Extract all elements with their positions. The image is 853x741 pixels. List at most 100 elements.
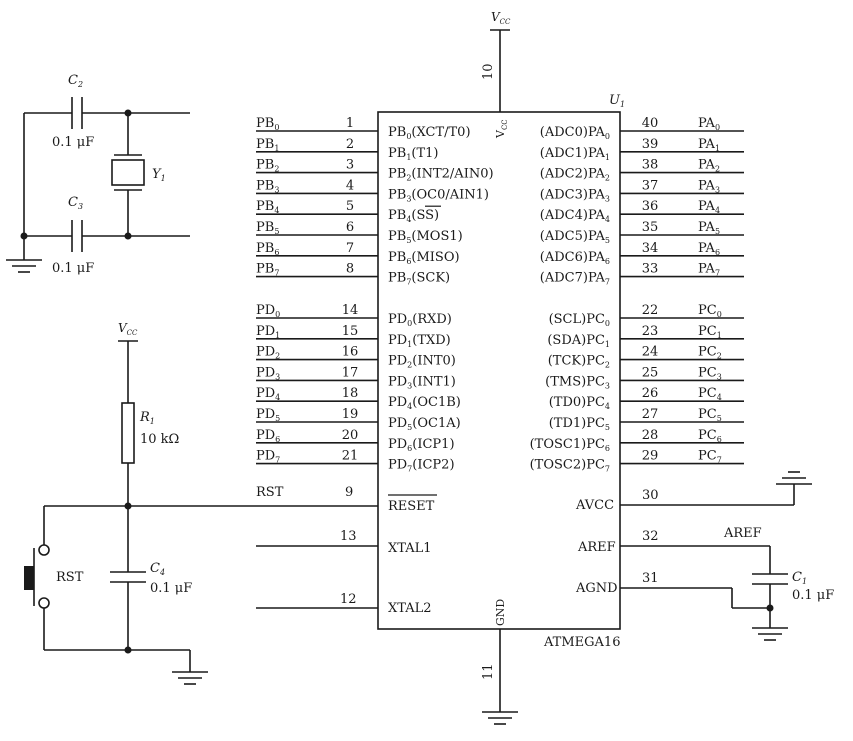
port-b-net-label: PB1 [256, 137, 279, 153]
xtal2-pin-label: XTAL2 [388, 601, 432, 616]
port-a-net-label: PA4 [698, 199, 720, 215]
port-a-pin-function: (ADC2)PA2 [540, 167, 610, 183]
vcc-top-net: VCC 10 VCC [481, 10, 511, 139]
port-d-net-label: PD6 [256, 428, 280, 444]
gnd-pin-number: 11 [481, 663, 496, 680]
port-a-pin-number: 33 [642, 262, 659, 277]
port-b-pin-function: PB4(SS) [388, 208, 439, 224]
port-b-pin-number: 3 [346, 158, 354, 173]
port-d-pin-number: 21 [342, 449, 359, 464]
c2-ref: C2 [68, 73, 83, 89]
port-a-pin-number: 36 [642, 199, 659, 214]
aref-pin: AREF 32 AREF [577, 526, 771, 574]
port-d-pin-function: PD0(RXD) [388, 312, 452, 328]
capacitor-c1: C1 0.1 μF [752, 570, 834, 641]
port-d-pin-number: 17 [342, 365, 359, 380]
port-b-pin-function: PB5(MOS1) [388, 229, 463, 245]
port-c-pin-number: 29 [642, 449, 659, 464]
port-c-pin-number: 24 [642, 345, 659, 360]
port-b-net-label: PB3 [256, 178, 279, 194]
aref-pin-number: 32 [642, 529, 659, 544]
c2-value: 0.1 μF [52, 135, 94, 150]
port-b-pin-function: PB3(OC0/AIN1) [388, 187, 489, 203]
c1-ref: C1 [792, 570, 807, 586]
port-b-pin-number: 4 [346, 178, 354, 193]
port-c-net-label: PC6 [698, 428, 722, 444]
port-c-pin-function: (TOSC1)PC6 [530, 437, 610, 453]
port-c-pin-function: (SCL)PC0 [549, 312, 610, 328]
port-a-net-label: PA7 [698, 262, 720, 278]
reset-net-label: RST [256, 485, 284, 500]
aref-net-label: AREF [723, 526, 762, 541]
port-b-pin-function: PB1(T1) [388, 146, 439, 162]
port-c-pin-number: 23 [642, 324, 659, 339]
port-a-pin-function: (ADC3)PA3 [540, 187, 610, 203]
vcc-reset-label: VCC [118, 321, 138, 337]
port-a-net-label: PA3 [698, 178, 720, 194]
agnd-pin-number: 31 [642, 571, 659, 586]
y1-ref: Y1 [152, 167, 166, 183]
xtal1-pin: 13 XTAL1 [256, 529, 432, 556]
port-c-pin-number: 25 [642, 365, 659, 380]
port-a-net-label: PA5 [698, 220, 720, 236]
port-c-net-label: PC7 [698, 449, 722, 465]
port-c-net-label: PC5 [698, 407, 722, 423]
port-b-net-label: PB5 [256, 220, 279, 236]
vcc-pin-label: VCC [494, 119, 509, 139]
port-d-pin-number: 16 [342, 345, 359, 360]
port-d-pin-function: PD5(OC1A) [388, 416, 461, 432]
crystal-oscillator-circuit: C2 0.1 μF Y1 C3 0.1 μF [6, 73, 190, 276]
c3-value: 0.1 μF [52, 261, 94, 276]
port-b-net-label: PB6 [256, 241, 279, 257]
port-b-net-label: PB7 [256, 262, 279, 278]
port-c-net-label: PC1 [698, 324, 722, 340]
port-d-pin-number: 18 [342, 386, 359, 401]
c3-ref: C3 [68, 195, 83, 211]
port-b-pin-number: 1 [346, 116, 354, 131]
port-b-net-label: PB4 [256, 199, 279, 215]
port-a-pin-number: 38 [642, 158, 659, 173]
port-d-pin-number: 19 [342, 407, 359, 422]
vcc-top-label: VCC [491, 10, 511, 26]
c4-value: 0.1 μF [150, 581, 192, 596]
port-b-pin-number: 2 [346, 137, 354, 152]
port-d-pin-function: PD4(OC1B) [388, 395, 461, 411]
vcc-pin-number: 10 [481, 63, 496, 80]
port-b-pin-function: PB7(SCK) [388, 271, 450, 287]
reset-switch-label: RST [56, 570, 84, 585]
avcc-pin: AVCC 30 [575, 471, 812, 513]
port-a-pin-number: 35 [642, 220, 659, 235]
port-a-pin-number: 34 [642, 241, 659, 256]
chip-part-number: ATMEGA16 [543, 635, 620, 650]
port-d-net-label: PD4 [256, 386, 280, 402]
reset-circuit: VCC R1 10 kΩ C4 0.1 μF RST [24, 321, 208, 685]
port-b-pin-number: 5 [346, 199, 354, 214]
chip-body [377, 111, 621, 630]
agnd-pin-label: AGND [575, 581, 618, 596]
port-b-pin-number: 7 [346, 241, 354, 256]
port-b-pin-function: PB6(MISO) [388, 250, 460, 266]
port-d-pin-function: PD2(INT0) [388, 354, 456, 370]
port-d-net-label: PD2 [256, 345, 280, 361]
port-a-pin-function: (ADC0)PA0 [540, 125, 610, 141]
port-c-net-label: PC2 [698, 345, 722, 361]
reset-pin-number: 9 [345, 485, 353, 500]
